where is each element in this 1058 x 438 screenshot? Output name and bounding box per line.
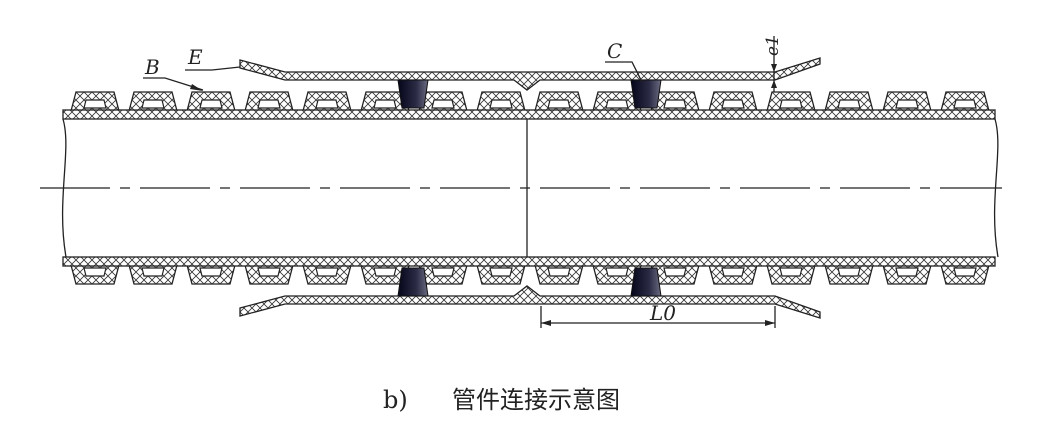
pipe-wall-half-bottom (62, 256, 996, 319)
rib-hollow (199, 99, 223, 109)
label-b: B (144, 55, 160, 79)
rib-hollow (605, 99, 629, 109)
label-e: E (187, 45, 203, 69)
arrow-icon (771, 64, 777, 88)
pipe-break-right (993, 118, 999, 258)
pipe-break-left (61, 118, 67, 258)
caption-prefix: b) (383, 386, 408, 414)
label-l0: L0 (649, 301, 676, 325)
rib-hollow (315, 99, 339, 109)
sealing-ring (397, 79, 429, 109)
leader-b (143, 77, 204, 91)
rib-hollow (779, 99, 803, 109)
rib-hollow (837, 99, 861, 109)
rib-hollow (141, 99, 165, 109)
pipe-wall-half (62, 57, 996, 120)
rib-hollow (663, 99, 687, 109)
rib-hollow (373, 99, 397, 109)
rib-hollow (489, 99, 513, 109)
rib-hollow (83, 99, 107, 109)
rib-hollow (721, 99, 745, 109)
label-c: C (607, 39, 622, 63)
rib-hollow (895, 99, 919, 109)
leader-e (185, 66, 241, 71)
corrugated-ribs (70, 91, 990, 112)
rib-hollow (257, 99, 281, 109)
socket-coupling (239, 57, 821, 91)
rib-hollow (431, 99, 455, 109)
sealing-ring (630, 79, 662, 109)
label-e1: e1 (763, 35, 783, 56)
rib-hollow (547, 99, 571, 109)
leader-c (605, 61, 643, 83)
rib-hollow (953, 99, 977, 109)
pipe-inner-wall (62, 109, 996, 120)
caption-title: 管件连接示意图 (452, 386, 620, 414)
arrow-icon (190, 84, 203, 91)
